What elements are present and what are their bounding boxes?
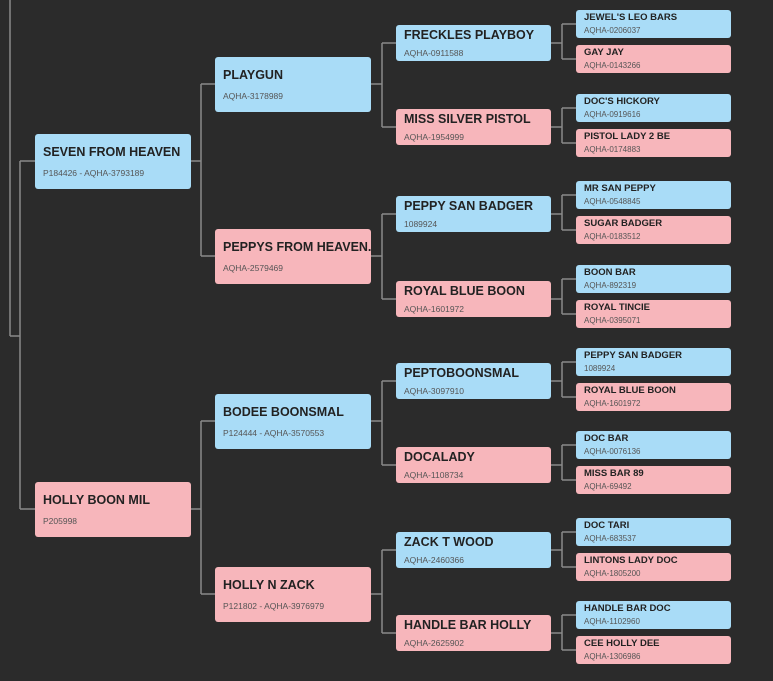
horse-name: MISS SILVER PISTOL bbox=[404, 112, 531, 127]
horse-name: DOC BAR bbox=[584, 432, 629, 444]
ancestor-card[interactable]: PISTOL LADY 2 BE AQHA-0174883 bbox=[576, 129, 731, 157]
horse-name: HOLLY N ZACK bbox=[223, 578, 315, 593]
horse-name: CEE HOLLY DEE bbox=[584, 637, 660, 649]
horse-name: PEPPY SAN BADGER bbox=[584, 349, 683, 361]
registration-number: AQHA-0076136 bbox=[584, 446, 641, 456]
registration-number: 1089924 bbox=[404, 218, 438, 229]
registration-number: P121802 - AQHA-3976979 bbox=[223, 600, 325, 611]
registration-number: AQHA-3178989 bbox=[223, 90, 284, 101]
registration-number: P124444 - AQHA-3570553 bbox=[223, 427, 325, 438]
registration-number: AQHA-1108734 bbox=[404, 469, 464, 480]
registration-number: AQHA-0395071 bbox=[584, 315, 641, 325]
registration-number: AQHA-0206037 bbox=[584, 25, 641, 35]
horse-name: PEPPYS FROM HEAVEN. bbox=[223, 240, 371, 255]
registration-number: AQHA-1954999 bbox=[404, 131, 465, 142]
horse-name: ROYAL BLUE BOON bbox=[584, 384, 676, 396]
horse-name: HOLLY BOON MIL bbox=[43, 493, 150, 508]
horse-name: SUGAR BADGER bbox=[584, 217, 663, 229]
registration-number: P184426 - AQHA-3793189 bbox=[43, 167, 145, 178]
registration-number: AQHA-0174883 bbox=[584, 144, 641, 154]
horse-name: BOON BAR bbox=[584, 266, 636, 278]
ancestor-card[interactable]: JEWEL'S LEO BARS AQHA-0206037 bbox=[576, 10, 731, 38]
ancestor-card[interactable]: LINTONS LADY DOC AQHA-1805200 bbox=[576, 553, 731, 581]
dam-card[interactable]: HOLLY BOON MIL P205998 bbox=[35, 482, 191, 537]
ancestor-card[interactable]: DOCALADY AQHA-1108734 bbox=[396, 447, 551, 483]
horse-name: HANDLE BAR DOC bbox=[584, 602, 671, 614]
horse-name: FRECKLES PLAYBOY bbox=[404, 28, 535, 43]
sire-card[interactable]: SEVEN FROM HEAVEN P184426 - AQHA-3793189 bbox=[35, 134, 191, 189]
registration-number: 1089924 bbox=[584, 363, 616, 373]
ancestor-card[interactable]: MISS SILVER PISTOL AQHA-1954999 bbox=[396, 109, 551, 145]
horse-name: LINTONS LADY DOC bbox=[584, 554, 678, 566]
registration-number: AQHA-1306986 bbox=[584, 651, 641, 661]
ancestor-card[interactable]: DOC BAR AQHA-0076136 bbox=[576, 431, 731, 459]
registration-number: AQHA-0183512 bbox=[584, 231, 641, 241]
ancestor-card[interactable]: PEPPY SAN BADGER 1089924 bbox=[396, 196, 551, 232]
registration-number: AQHA-0911588 bbox=[404, 47, 464, 58]
ancestor-card[interactable]: BODEE BOONSMAL P124444 - AQHA-3570553 bbox=[215, 394, 371, 449]
registration-number: AQHA-1601972 bbox=[404, 303, 465, 314]
ancestor-card[interactable]: ZACK T WOOD AQHA-2460366 bbox=[396, 532, 551, 568]
ancestor-card[interactable]: DOC TARI AQHA-683537 bbox=[576, 518, 731, 546]
registration-number: AQHA-0143266 bbox=[584, 60, 641, 70]
ancestor-card[interactable]: BOON BAR AQHA-892319 bbox=[576, 265, 731, 293]
ancestor-card[interactable]: ROYAL BLUE BOON AQHA-1601972 bbox=[576, 383, 731, 411]
horse-name: HANDLE BAR HOLLY bbox=[404, 618, 532, 633]
ancestor-card[interactable]: ROYAL TINCIE AQHA-0395071 bbox=[576, 300, 731, 328]
horse-name: SEVEN FROM HEAVEN bbox=[43, 145, 181, 160]
ancestor-card[interactable]: SUGAR BADGER AQHA-0183512 bbox=[576, 216, 731, 244]
registration-number: AQHA-3097910 bbox=[404, 385, 465, 396]
ancestor-card[interactable]: HANDLE BAR HOLLY AQHA-2625902 bbox=[396, 615, 551, 651]
registration-number: AQHA-892319 bbox=[584, 280, 637, 290]
horse-name: MR SAN PEPPY bbox=[584, 182, 656, 194]
registration-number: AQHA-2579469 bbox=[223, 262, 284, 273]
ancestor-card[interactable]: ROYAL BLUE BOON AQHA-1601972 bbox=[396, 281, 551, 317]
horse-name: DOC TARI bbox=[584, 519, 630, 531]
horse-name: PLAYGUN bbox=[223, 68, 283, 83]
ancestor-card[interactable]: CEE HOLLY DEE AQHA-1306986 bbox=[576, 636, 731, 664]
ancestor-card[interactable]: PEPTOBOONSMAL AQHA-3097910 bbox=[396, 363, 551, 399]
registration-number: AQHA-2460366 bbox=[404, 554, 465, 565]
ancestor-card[interactable]: DOC'S HICKORY AQHA-0919616 bbox=[576, 94, 731, 122]
ancestor-card[interactable]: MISS BAR 89 AQHA-69492 bbox=[576, 466, 731, 494]
registration-number: AQHA-0919616 bbox=[584, 109, 641, 119]
ancestor-card[interactable]: HOLLY N ZACK P121802 - AQHA-3976979 bbox=[215, 567, 371, 622]
horse-name: MISS BAR 89 bbox=[584, 467, 644, 479]
horse-name: PEPTOBOONSMAL bbox=[404, 366, 520, 381]
ancestor-card[interactable]: PEPPY SAN BADGER 1089924 bbox=[576, 348, 731, 376]
horse-name: PISTOL LADY 2 BE bbox=[584, 130, 671, 142]
registration-number: AQHA-1601972 bbox=[584, 398, 641, 408]
horse-name: JEWEL'S LEO BARS bbox=[584, 11, 678, 23]
horse-name: ZACK T WOOD bbox=[404, 535, 494, 550]
registration-number: AQHA-0548845 bbox=[584, 196, 641, 206]
horse-name: ROYAL TINCIE bbox=[584, 301, 650, 313]
registration-number: AQHA-1805200 bbox=[584, 568, 641, 578]
ancestor-card[interactable]: PEPPYS FROM HEAVEN. AQHA-2579469 bbox=[215, 229, 371, 284]
registration-number: AQHA-683537 bbox=[584, 533, 637, 543]
ancestor-card[interactable]: MR SAN PEPPY AQHA-0548845 bbox=[576, 181, 731, 209]
horse-name: DOC'S HICKORY bbox=[584, 95, 660, 107]
horse-name: BODEE BOONSMAL bbox=[223, 405, 344, 420]
ancestor-card[interactable]: GAY JAY AQHA-0143266 bbox=[576, 45, 731, 73]
horse-name: ROYAL BLUE BOON bbox=[404, 284, 525, 299]
registration-number: AQHA-2625902 bbox=[404, 637, 465, 648]
horse-name: PEPPY SAN BADGER bbox=[404, 199, 533, 214]
ancestor-card[interactable]: FRECKLES PLAYBOY AQHA-0911588 bbox=[396, 25, 551, 61]
registration-number: AQHA-1102960 bbox=[584, 616, 640, 626]
horse-name: GAY JAY bbox=[584, 46, 624, 58]
registration-number: AQHA-69492 bbox=[584, 481, 632, 491]
ancestor-card[interactable]: HANDLE BAR DOC AQHA-1102960 bbox=[576, 601, 731, 629]
registration-number: P205998 bbox=[43, 515, 78, 526]
ancestor-card[interactable]: PLAYGUN AQHA-3178989 bbox=[215, 57, 371, 112]
horse-name: DOCALADY bbox=[404, 450, 475, 465]
